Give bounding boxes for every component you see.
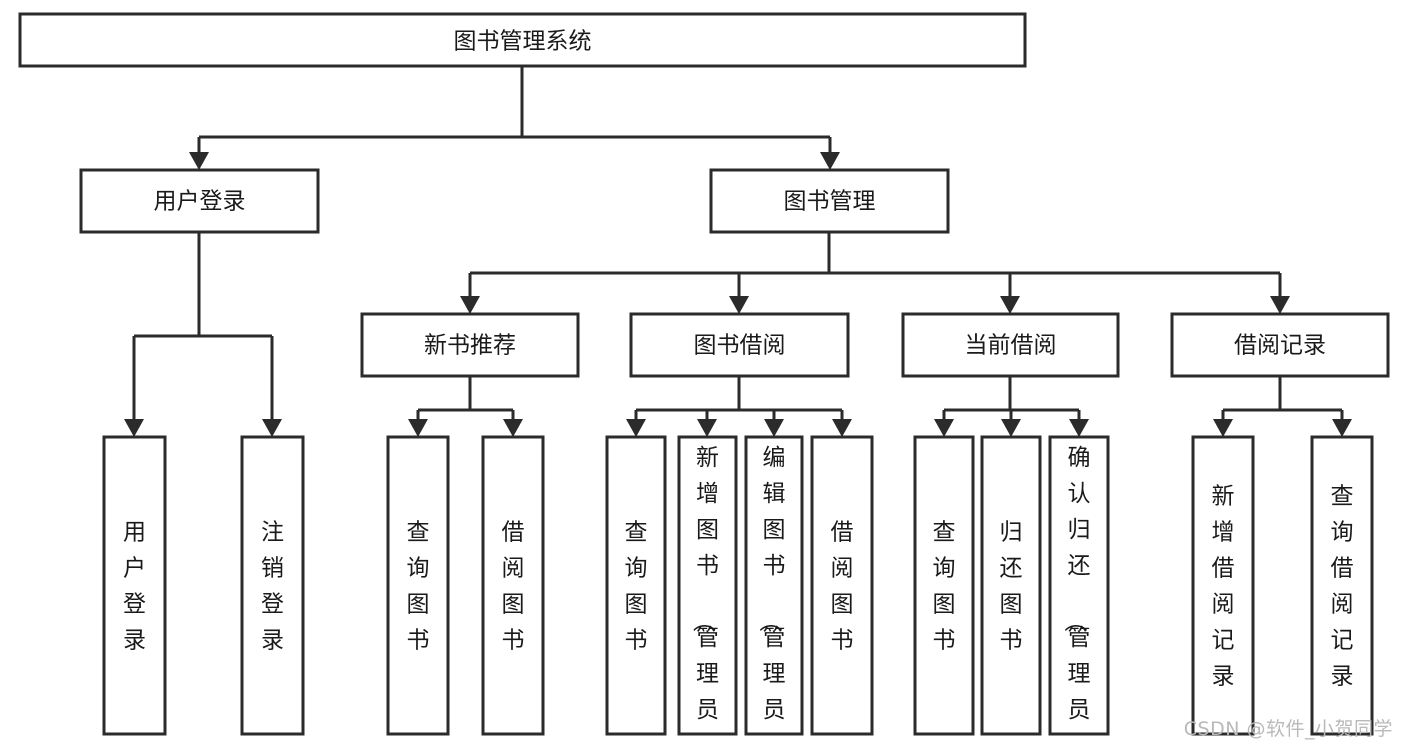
leaf-add-record-label: 新增借阅记录 (1212, 484, 1235, 690)
arrowhead-icon (934, 419, 954, 437)
leaf-logout[interactable]: 注销登录 (240, 435, 305, 736)
arrowhead-icon (1000, 296, 1020, 314)
leaf-query-book-3[interactable]: 查询图书 (913, 435, 975, 736)
leaf-user-login[interactable]: 用户登录 (102, 435, 167, 736)
arrowhead-icon (832, 419, 852, 437)
leaf-query-book-1-label: 查询图书 (407, 520, 430, 654)
node-current-borrow[interactable]: 当前借阅 (901, 312, 1120, 378)
node-user-login[interactable]: 用户登录 (79, 168, 320, 234)
node-root-box[interactable] (18, 12, 1027, 68)
node-user-login-box[interactable] (79, 168, 320, 234)
leaf-add-record-box[interactable] (1191, 435, 1255, 736)
leaf-query-book-1-box[interactable] (386, 435, 450, 736)
arrowhead-icon (626, 419, 646, 437)
node-current-borrow-label: 当前借阅 (965, 333, 1057, 359)
node-current-borrow-box[interactable] (901, 312, 1120, 378)
leaf-add-book-box[interactable] (677, 435, 738, 736)
leaf-query-record-label: 查询借阅记录 (1331, 484, 1354, 690)
node-root[interactable]: 图书管理系统 (18, 12, 1027, 68)
leaf-edit-book-box[interactable] (744, 435, 804, 736)
connector-bookborrow-to-leaves (634, 376, 844, 419)
leaf-borrow-book-2-box[interactable] (810, 435, 874, 736)
leaf-borrow-book-1-label: 借阅图书 (502, 520, 525, 654)
leaf-confirm-return-label: 确认归还（管理员） (1062, 445, 1091, 747)
node-layer: 图书管理系统 用户登录 图书管理 新书推荐 图书借阅 当前借阅 (18, 12, 1390, 378)
leaf-logout-box[interactable] (240, 435, 305, 736)
node-new-book-recommend[interactable]: 新书推荐 (360, 312, 580, 378)
node-root-label: 图书管理系统 (454, 29, 592, 55)
node-book-manage-label: 图书管理 (784, 189, 876, 215)
leaf-query-book-3-box[interactable] (913, 435, 975, 736)
arrowhead-icon (503, 419, 523, 437)
leaf-edit-book[interactable]: 编辑图书（管理员） (744, 435, 804, 747)
leaf-user-login-label: 用户登录 (123, 520, 146, 654)
arrowhead-icon (408, 419, 428, 437)
leaf-return-book-box[interactable] (980, 435, 1042, 736)
arrowhead-icon (1069, 419, 1089, 437)
arrowhead-icon (262, 419, 282, 437)
connector-layer (132, 66, 1344, 419)
node-borrow-record-label: 借阅记录 (1234, 333, 1326, 359)
leaf-node-layer: 用户登录 注销登录 查询图书 借阅图书 查询图书 新增图书（管理员） 编辑图书（管理员） 借阅… (102, 435, 1374, 747)
leaf-query-book-2[interactable]: 查询图书 (605, 435, 667, 736)
connector-currentborrow-to-leaves (942, 376, 1081, 419)
arrowhead-icon (1270, 296, 1290, 314)
connector-root-to-level2 (197, 66, 832, 152)
node-book-manage[interactable]: 图书管理 (709, 168, 950, 234)
leaf-add-book-label: 新增图书（管理员） (690, 445, 719, 747)
leaf-query-book-1[interactable]: 查询图书 (386, 435, 450, 736)
node-borrow-record[interactable]: 借阅记录 (1170, 312, 1390, 378)
connector-userlogin-to-leaves (132, 232, 274, 419)
arrowhead-icon (1213, 419, 1233, 437)
leaf-add-book[interactable]: 新增图书（管理员） (677, 435, 738, 747)
arrowhead-icon (460, 296, 480, 314)
leaf-confirm-return[interactable]: 确认归还（管理员） (1048, 435, 1110, 747)
connector-bookmanage-to-level3 (468, 232, 1282, 296)
arrowhead-layer (124, 152, 1352, 437)
leaf-borrow-book-2[interactable]: 借阅图书 (810, 435, 874, 736)
leaf-return-book[interactable]: 归还图书 (980, 435, 1042, 736)
arrowhead-icon (124, 419, 144, 437)
leaf-query-record[interactable]: 查询借阅记录 (1310, 435, 1374, 736)
node-book-borrow-label: 图书借阅 (694, 333, 786, 359)
node-new-book-recommend-box[interactable] (360, 312, 580, 378)
leaf-borrow-book-1[interactable]: 借阅图书 (481, 435, 545, 736)
node-user-login-label: 用户登录 (154, 189, 246, 215)
leaf-logout-label: 注销登录 (261, 520, 284, 654)
leaf-query-record-box[interactable] (1310, 435, 1374, 736)
leaf-query-book-2-box[interactable] (605, 435, 667, 736)
node-book-borrow[interactable]: 图书借阅 (629, 312, 850, 378)
leaf-edit-book-label: 编辑图书（管理员） (757, 445, 786, 747)
arrowhead-icon (1332, 419, 1352, 437)
leaf-confirm-return-box[interactable] (1048, 435, 1110, 736)
node-new-book-recommend-label: 新书推荐 (424, 333, 516, 359)
leaf-user-login-box[interactable] (102, 435, 167, 736)
leaf-query-book-2-label: 查询图书 (625, 520, 648, 654)
leaf-add-record[interactable]: 新增借阅记录 (1191, 435, 1255, 736)
connector-borrowrecord-to-leaves (1221, 376, 1344, 419)
leaf-borrow-book-2-label: 借阅图书 (831, 520, 854, 654)
connector-newbook-to-leaves (416, 376, 515, 419)
arrowhead-icon (189, 152, 209, 170)
arrowhead-icon (1001, 419, 1021, 437)
node-borrow-record-box[interactable] (1170, 312, 1390, 378)
leaf-query-book-3-label: 查询图书 (933, 520, 956, 654)
node-book-manage-box[interactable] (709, 168, 950, 234)
leaf-borrow-book-1-box[interactable] (481, 435, 545, 736)
arrowhead-icon (820, 152, 840, 170)
arrowhead-icon (764, 419, 784, 437)
leaf-return-book-label: 归还图书 (1000, 520, 1023, 654)
arrowhead-icon (729, 296, 749, 314)
node-book-borrow-box[interactable] (629, 312, 850, 378)
arrowhead-icon (697, 419, 717, 437)
